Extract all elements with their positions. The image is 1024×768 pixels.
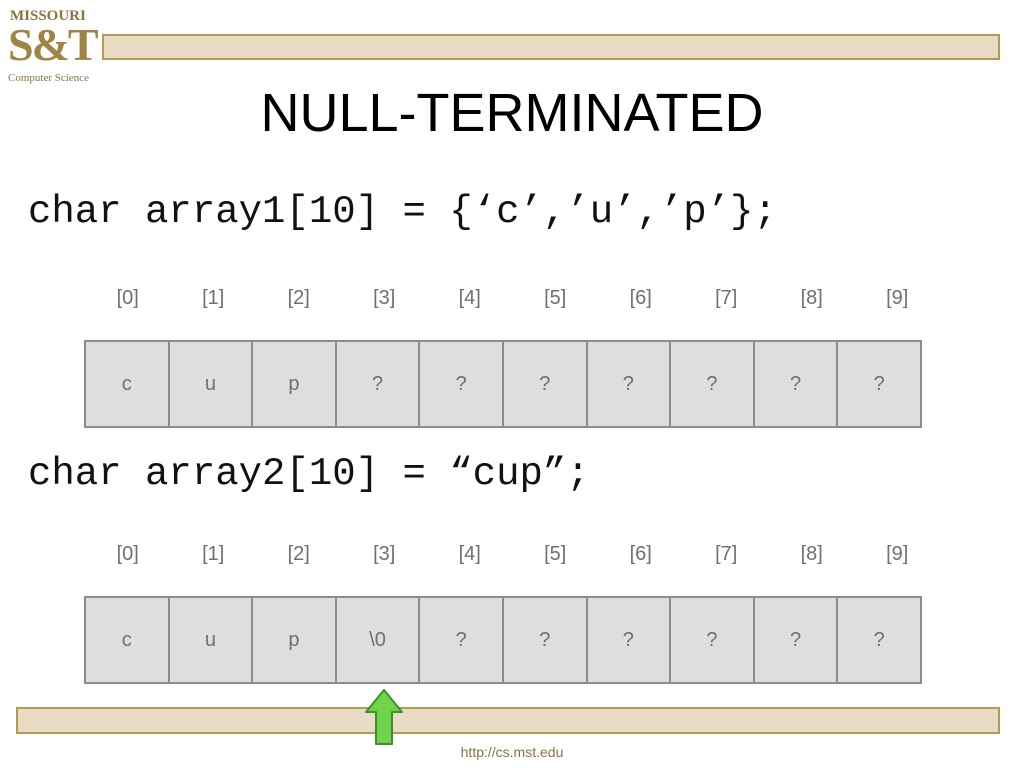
array2-cell-null-terminator: \0: [334, 596, 421, 684]
array1-index: [3]: [373, 287, 396, 309]
array1-index: [5]: [544, 287, 567, 309]
array2-index: [6]: [629, 543, 652, 565]
array1-cell: ?: [752, 340, 839, 428]
array1-index: [8]: [800, 287, 823, 309]
array1-cell: ?: [501, 340, 588, 428]
array2-index: [8]: [800, 543, 823, 565]
logo-top-text: MISSOURI: [10, 8, 86, 24]
code-line-array1: char array1[10] = {‘c’,’u’,’p’};: [28, 190, 777, 234]
array2-cell: ?: [836, 596, 922, 684]
array2-cell: ?: [669, 596, 755, 684]
array1-cell: ?: [585, 340, 672, 428]
array1-cell: u: [167, 340, 254, 428]
array2-index: [2]: [287, 543, 310, 565]
array1-index-row: [0] [1] [2] [3] [4] [5] [6] [7] [8] [9]: [85, 287, 940, 317]
array2-cell: ?: [752, 596, 839, 684]
logo-mark-text: S&T: [8, 19, 99, 70]
array1-index: [9]: [886, 287, 909, 309]
array2-cell: ?: [501, 596, 588, 684]
array2-cell: ?: [418, 596, 504, 684]
array1-index: [0]: [116, 287, 139, 309]
array2-cells: c u p \0 ? ? ? ? ? ?: [84, 596, 940, 684]
array1-cell: ?: [836, 340, 922, 428]
array2-index: [5]: [544, 543, 567, 565]
array1-index: [7]: [715, 287, 738, 309]
array1-cell: ?: [334, 340, 421, 428]
array1-cells: c u p ? ? ? ? ? ? ?: [84, 340, 940, 428]
array2-cell: p: [251, 596, 337, 684]
mst-logo: MISSOURI S&T Computer Science: [6, 6, 99, 86]
array2-cell: ?: [585, 596, 672, 684]
array1-index: [2]: [287, 287, 310, 309]
footer-url: http://cs.mst.edu: [460, 744, 564, 760]
up-arrow-icon: [365, 689, 403, 745]
array2-index: [9]: [886, 543, 909, 565]
code-line-array2: char array2[10] = “cup”;: [28, 452, 590, 496]
array1-cell: p: [251, 340, 337, 428]
array1-cell: ?: [418, 340, 504, 428]
slide-title: NULL-TERMINATED: [260, 83, 764, 143]
logo-sub-text: Computer Science: [8, 72, 89, 84]
array2-index: [0]: [116, 543, 139, 565]
array1-cell: c: [84, 340, 170, 428]
array1-cell: ?: [669, 340, 755, 428]
array2-index: [3]: [373, 543, 396, 565]
array2-index: [7]: [715, 543, 738, 565]
array1-index: [1]: [202, 287, 225, 309]
header-bar: [102, 34, 1000, 60]
array2-cell: c: [84, 596, 170, 684]
array2-index-row: [0] [1] [2] [3] [4] [5] [6] [7] [8] [9]: [85, 543, 940, 573]
array1-index: [4]: [458, 287, 481, 309]
array2-cell: u: [167, 596, 254, 684]
array2-index: [1]: [202, 543, 225, 565]
footer-bar: [16, 707, 1000, 734]
array2-index: [4]: [458, 543, 481, 565]
array1-index: [6]: [629, 287, 652, 309]
